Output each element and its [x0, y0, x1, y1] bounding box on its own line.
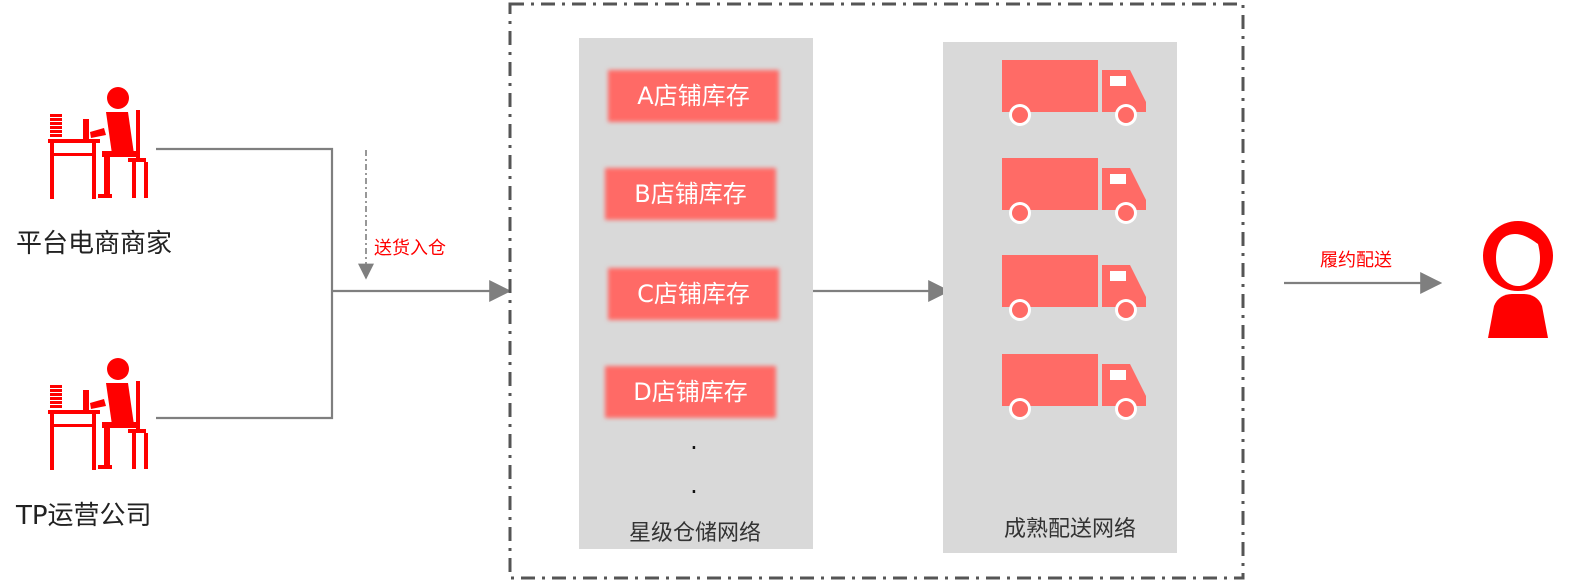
inventory-item-c: C店铺库存 — [608, 268, 779, 320]
outbound-connector: 履约配送 — [1284, 250, 1443, 294]
inventory-item-b: B店铺库存 — [605, 168, 776, 220]
source-merchant: 平台电商商家 — [16, 87, 172, 259]
ellipsis-dot-2: · — [690, 478, 698, 506]
inventory-badge-b — [605, 168, 776, 220]
source-merchant-label: 平台电商商家 — [16, 229, 172, 259]
inbound-label: 送货入仓 — [374, 238, 446, 259]
warehouse-caption: 星级仓储网络 — [629, 521, 761, 546]
inventory-item-a: A店铺库存 — [608, 70, 779, 122]
inventory-badge-c — [608, 268, 779, 320]
inventory-label-b: B店铺库存 — [634, 180, 746, 208]
inventory-item-d: D店铺库存 — [605, 366, 776, 418]
inventory-label-c: C店铺库存 — [637, 280, 750, 308]
customer-avatar-icon — [1483, 221, 1553, 338]
network-boundary — [508, 2, 1245, 580]
source-tp-company-label: TP运营公司 — [15, 501, 152, 531]
warehouse-network: A店铺库存 B店铺库存 C店铺库存 D店铺库存 · · 星级仓储网络 — [579, 38, 813, 549]
outbound-label: 履约配送 — [1320, 250, 1392, 271]
source-tp-company: TP运营公司 — [15, 358, 152, 531]
merge-connector-line — [156, 147, 334, 420]
inventory-label-d: D店铺库存 — [633, 378, 747, 406]
inbound-connector: 送货入仓 — [156, 147, 512, 420]
inventory-label-a: A店铺库存 — [637, 82, 749, 110]
delivery-network: 成熟配送网络 — [943, 42, 1177, 553]
delivery-caption: 成熟配送网络 — [1004, 517, 1136, 542]
inventory-badge-d — [605, 366, 776, 418]
ellipsis-dot-1: · — [690, 434, 698, 462]
inventory-badge-a — [608, 70, 779, 122]
